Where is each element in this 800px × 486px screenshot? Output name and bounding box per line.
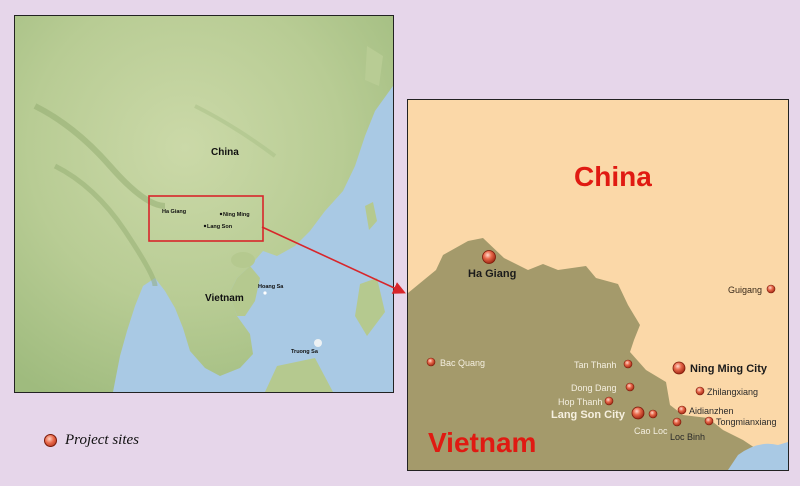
detail-label-vietnam: Vietnam xyxy=(428,427,536,458)
site-marker-zhilangxiang xyxy=(695,386,705,396)
detail-vietnam-land xyxy=(408,238,788,470)
site-marker-aidianzhen xyxy=(677,405,687,415)
overview-peninsula xyxy=(365,46,383,86)
overview-terrain xyxy=(33,103,166,209)
site-marker-ha-giang xyxy=(482,250,496,264)
site-label-cao-loc: Cao Loc xyxy=(634,426,668,436)
overview-label-truong-sa: Truong Sa xyxy=(291,349,319,355)
site-label-ha-giang: Ha Giang xyxy=(468,268,516,280)
overview-label-ning-ming: Ning Ming xyxy=(223,212,250,218)
overview-dot-ning-ming xyxy=(219,212,223,216)
overview-mainland xyxy=(15,16,393,392)
site-marker-tan-thanh xyxy=(623,359,633,369)
overview-borneo xyxy=(265,358,333,392)
overview-hainan xyxy=(231,252,255,268)
site-marker-dong-dang xyxy=(625,382,635,392)
site-marker-loc-binh xyxy=(672,417,682,427)
overview-vietnam-coast xyxy=(229,266,260,316)
overview-terrain xyxy=(53,163,158,287)
site-marker-lang-son-city xyxy=(631,406,645,420)
site-label-lang-son-city: Lang Son City xyxy=(551,409,626,421)
site-label-ning-ming-city: Ning Ming City xyxy=(690,363,768,375)
overview-map-canvas: China Vietnam Ha Giang Ning Ming Lang So… xyxy=(15,16,393,392)
overview-dot-lang-son xyxy=(203,224,207,228)
legend: Project sites xyxy=(44,432,139,449)
overview-label-lang-son: Lang Son xyxy=(207,224,233,230)
detail-map-canvas: China Vietnam Ha Giang Bac Quang Guigang… xyxy=(408,100,788,470)
detail-label-china: China xyxy=(574,161,652,192)
detail-map: China Vietnam Ha Giang Bac Quang Guigang… xyxy=(407,99,789,471)
site-label-loc-binh: Loc Binh xyxy=(670,432,705,442)
site-marker-guigang xyxy=(766,284,776,294)
legend-marker-icon xyxy=(44,434,57,447)
overview-highlight-box xyxy=(148,195,264,242)
site-marker-ning-ming-city xyxy=(672,361,686,375)
site-label-tan-thanh: Tan Thanh xyxy=(574,360,616,370)
site-marker-tongmianxiang xyxy=(704,416,714,426)
overview-map: China Vietnam Ha Giang Ning Ming Lang So… xyxy=(14,15,394,393)
site-marker-hop-thanh xyxy=(604,396,614,406)
overview-label-china: China xyxy=(211,147,239,158)
overview-label-hoang-sa: Hoang Sa xyxy=(258,284,284,290)
overview-taiwan xyxy=(365,202,377,230)
overview-island-truong-sa xyxy=(314,339,322,347)
site-label-tongmianxiang: Tongmianxiang xyxy=(716,417,777,427)
site-label-bac-quang: Bac Quang xyxy=(440,358,485,368)
overview-label-vietnam: Vietnam xyxy=(205,293,244,304)
detail-sea xyxy=(728,442,788,470)
site-marker-cao-loc xyxy=(648,409,658,419)
site-label-dong-dang: Dong Dang xyxy=(571,383,617,393)
site-label-aidianzhen: Aidianzhen xyxy=(689,406,734,416)
overview-island-hoang-sa xyxy=(263,291,267,295)
site-label-hop-thanh: Hop Thanh xyxy=(558,397,602,407)
overview-label-ha-giang: Ha Giang xyxy=(162,209,186,215)
legend-label: Project sites xyxy=(65,432,140,448)
site-marker-bac-quang xyxy=(426,357,436,367)
site-label-zhilangxiang: Zhilangxiang xyxy=(707,387,758,397)
overview-terrain xyxy=(194,104,277,158)
site-label-guigang: Guigang xyxy=(728,285,762,295)
